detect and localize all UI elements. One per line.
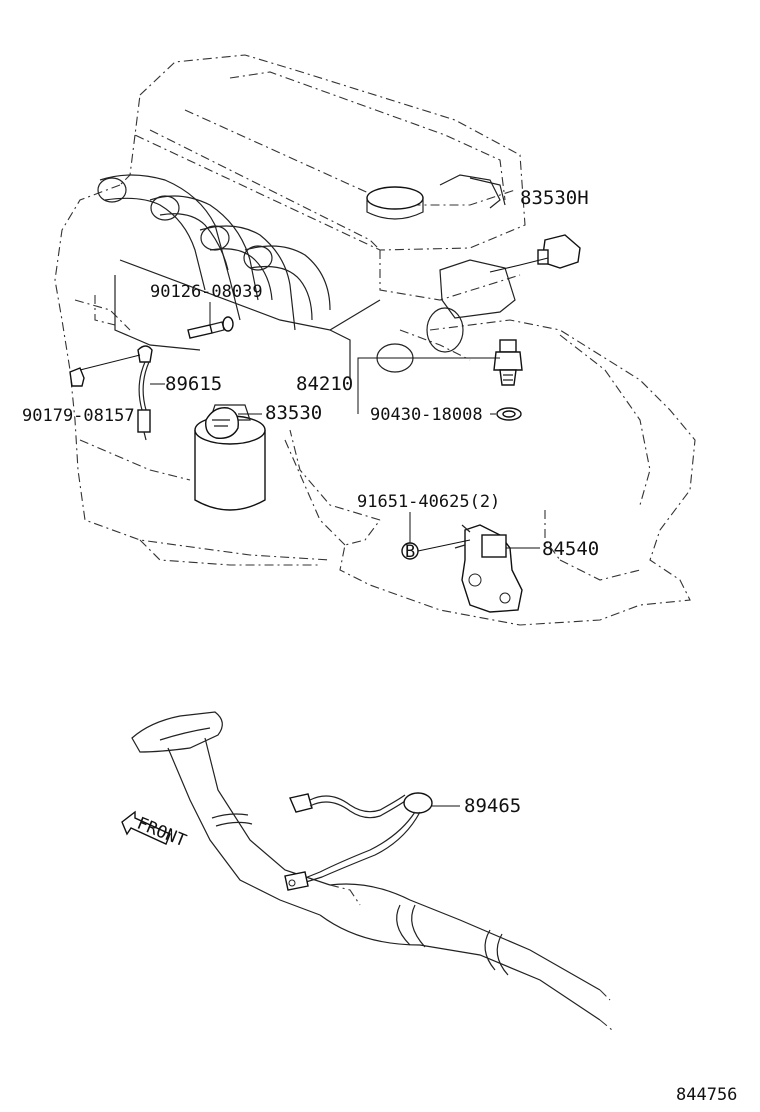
label-83530: 83530 bbox=[265, 402, 322, 424]
label-84540: 84540 bbox=[542, 538, 599, 560]
front-arrow: FRONT bbox=[121, 810, 189, 852]
intake-manifold bbox=[97, 174, 516, 511]
front-arrow-label: FRONT bbox=[134, 814, 189, 852]
label-90430-18008: 90430-18008 bbox=[370, 405, 483, 425]
part-83530-sender[interactable] bbox=[205, 407, 239, 439]
part-91651-bolt-mark[interactable]: B bbox=[401, 542, 419, 562]
label-89615: 89615 bbox=[165, 373, 222, 395]
part-89615-sensor[interactable] bbox=[137, 345, 153, 441]
fastener-mark-label: B bbox=[405, 542, 415, 562]
leader-lines bbox=[79, 302, 540, 807]
part-90430-gasket[interactable] bbox=[496, 407, 522, 421]
part-89465-o2-sensor[interactable] bbox=[284, 792, 433, 891]
label-84210: 84210 bbox=[296, 373, 353, 395]
label-91651-40625: 91651-40625(2) bbox=[357, 492, 500, 512]
label-90126-08039: 90126-08039 bbox=[150, 282, 263, 302]
label-90179-08157: 90179-08157 bbox=[22, 406, 135, 426]
exhaust-pipe bbox=[131, 711, 613, 1031]
label-83530H: 83530H bbox=[520, 187, 589, 209]
diagram-number: 844756 bbox=[676, 1085, 737, 1105]
part-84210-switch[interactable] bbox=[493, 339, 523, 386]
engine-outline bbox=[54, 54, 696, 626]
part-90126-bolt[interactable] bbox=[187, 316, 234, 339]
part-84540-switch[interactable] bbox=[454, 524, 523, 613]
part-labels: 83530H 90126-08039 89615 84210 90179-081… bbox=[22, 187, 737, 1105]
part-83530H-sensor[interactable] bbox=[489, 234, 581, 273]
label-89465: 89465 bbox=[464, 795, 521, 817]
part-90179-nut[interactable] bbox=[69, 367, 85, 387]
